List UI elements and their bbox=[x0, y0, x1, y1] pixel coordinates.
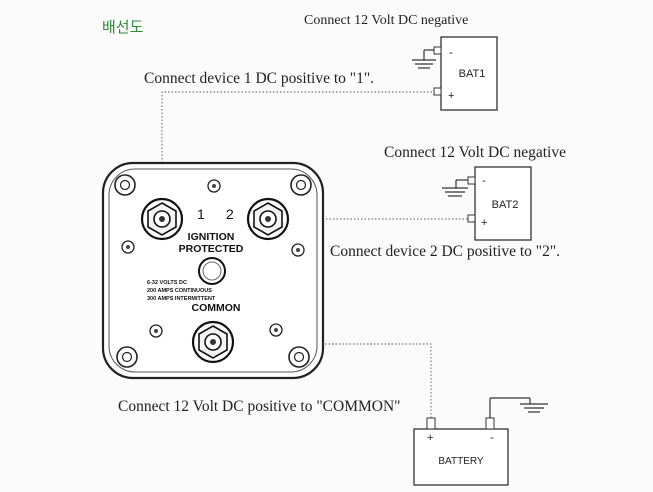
terminal-2-post bbox=[246, 197, 290, 241]
common-terminal-post bbox=[191, 320, 235, 364]
bat1-negative-caption: Connect 12 Volt DC negative bbox=[304, 13, 469, 28]
center-indicator bbox=[198, 257, 226, 285]
mounting-hole-top-right bbox=[290, 174, 312, 196]
screw-left bbox=[121, 240, 135, 254]
common-label: COMMON bbox=[192, 302, 241, 314]
bat2-positive-sign: + bbox=[481, 217, 487, 229]
spec-voltage: 6-32 VOLTS DC bbox=[147, 280, 187, 286]
terminal-1-post bbox=[140, 197, 184, 241]
isolator-body: 1 2 IGNITION PROTECTED 6-32 VOLTS DC 200… bbox=[101, 161, 325, 380]
main-battery-ground-symbol bbox=[489, 397, 548, 418]
main-battery-label: BATTERY bbox=[438, 456, 484, 467]
screw-bottom-right bbox=[269, 323, 283, 337]
common-positive-caption: Connect 12 Volt DC positive to "COMMON" bbox=[118, 398, 401, 415]
bat2-negative-sign: - bbox=[482, 175, 486, 187]
device2-positive-caption: Connect device 2 DC positive to "2". bbox=[330, 243, 561, 260]
protected-label: PROTECTED bbox=[179, 243, 244, 255]
mounting-hole-bottom-right bbox=[288, 346, 310, 368]
bat2-box: BAT2 - + bbox=[467, 166, 532, 241]
bat1-box: BAT1 - + bbox=[433, 36, 498, 111]
ignition-label: IGNITION bbox=[188, 231, 235, 243]
bat1-positive-sign: + bbox=[448, 90, 454, 102]
bat1-negative-sign: - bbox=[449, 47, 453, 59]
bat1-ground-symbol bbox=[412, 49, 436, 69]
terminal-1-label: 1 bbox=[197, 206, 205, 222]
bat1-label: BAT1 bbox=[459, 68, 486, 80]
screw-bottom-left bbox=[149, 324, 163, 338]
spec-continuous: 200 AMPS CONTINUOUS bbox=[147, 288, 212, 294]
bat2-negative-caption: Connect 12 Volt DC negative bbox=[384, 144, 566, 161]
mounting-hole-top-left bbox=[114, 174, 136, 196]
device1-positive-caption: Connect device 1 DC positive to "1". bbox=[144, 70, 375, 87]
main-battery-positive-sign: + bbox=[427, 432, 433, 444]
spec-intermittent: 300 AMPS INTERMITTENT bbox=[147, 296, 216, 302]
page-title: 배선도 bbox=[102, 18, 144, 36]
mounting-hole-bottom-left bbox=[116, 346, 138, 368]
screw-top bbox=[207, 179, 221, 193]
bat2-label: BAT2 bbox=[492, 199, 519, 211]
main-battery-box: BATTERY + - bbox=[413, 417, 509, 486]
main-battery-negative-sign: - bbox=[490, 432, 494, 444]
wire-common-to-battery bbox=[213, 343, 432, 418]
bat2-ground-symbol bbox=[442, 179, 468, 197]
terminal-2-label: 2 bbox=[226, 206, 234, 222]
screw-right bbox=[291, 243, 305, 257]
